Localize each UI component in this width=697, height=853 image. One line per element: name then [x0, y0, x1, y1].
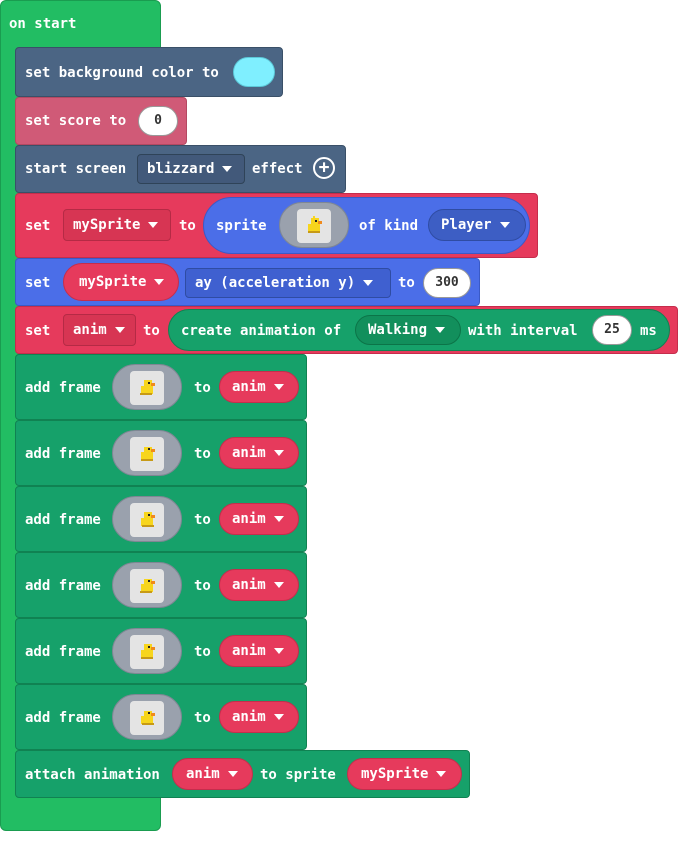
set-score-label: set score to	[25, 113, 127, 129]
acceleration-value-field[interactable]: 300	[423, 268, 471, 298]
property-dropdown-value: ay (acceleration y)	[195, 275, 356, 291]
to-label: to	[194, 578, 211, 594]
add-frame-label: add frame	[25, 512, 101, 528]
to-label: to	[194, 710, 211, 726]
sprite-label: sprite	[216, 218, 267, 234]
frame-anim-value: anim	[232, 511, 266, 527]
to-label: to	[194, 512, 211, 528]
frame-image-field[interactable]	[112, 430, 182, 476]
interval-value-field[interactable]: 25	[592, 315, 632, 345]
duck-icon	[308, 216, 322, 233]
with-interval-label: with interval	[468, 323, 578, 339]
effect-dropdown-value: blizzard	[147, 161, 215, 177]
chevron-down-icon	[273, 648, 284, 654]
kind-dropdown-value: Player	[441, 217, 492, 233]
duck-icon	[141, 644, 155, 659]
attach-anim-value: anim	[186, 766, 220, 782]
to-label: to	[194, 446, 211, 462]
add-frame-label: add frame	[25, 380, 101, 396]
add-frame-label: add frame	[25, 710, 101, 726]
sprite-variable-value: mySprite	[79, 274, 147, 290]
frame-anim-dropdown[interactable]: anim	[219, 437, 299, 469]
ms-label: ms	[640, 323, 657, 339]
start-screen-label: start screen	[25, 161, 127, 177]
duck-icon	[141, 512, 155, 527]
set-label: set	[25, 323, 51, 339]
chevron-down-icon	[499, 222, 510, 228]
of-kind-label: of kind	[359, 218, 419, 234]
background-color-swatch[interactable]	[233, 57, 275, 87]
frame-anim-value: anim	[232, 577, 266, 593]
add-frame-label: add frame	[25, 644, 101, 660]
chevron-down-icon	[435, 327, 446, 333]
effect-label: effect	[252, 161, 303, 177]
on-start-label: on start	[9, 16, 77, 32]
attach-sprite-dropdown[interactable]: mySprite	[347, 758, 462, 790]
chevron-down-icon	[273, 516, 284, 522]
anim-variable-dropdown[interactable]: anim	[63, 314, 136, 346]
chevron-down-icon	[273, 582, 284, 588]
frame-anim-value: anim	[232, 379, 266, 395]
frame-image-field[interactable]	[112, 562, 182, 608]
property-dropdown[interactable]: ay (acceleration y)	[185, 268, 391, 298]
chevron-down-icon	[273, 714, 284, 720]
to-label: to	[179, 218, 196, 234]
score-value-field[interactable]: 0	[138, 106, 178, 136]
attach-sprite-value: mySprite	[361, 766, 429, 782]
chevron-down-icon	[227, 771, 238, 777]
to-label: to	[194, 380, 211, 396]
chevron-down-icon	[436, 771, 447, 777]
frame-anim-value: anim	[232, 445, 266, 461]
kind-dropdown[interactable]: Player	[428, 209, 526, 241]
duck-icon	[140, 380, 155, 395]
frame-image-field[interactable]	[112, 628, 182, 674]
frame-image-field[interactable]	[112, 694, 182, 740]
frame-anim-dropdown[interactable]: anim	[219, 569, 299, 601]
to-sprite-label: to sprite	[260, 767, 336, 783]
frame-anim-dropdown[interactable]: anim	[219, 635, 299, 667]
action-dropdown-value: Walking	[368, 322, 428, 338]
add-frame-label: add frame	[25, 578, 101, 594]
chevron-down-icon	[222, 166, 233, 172]
frame-anim-value: anim	[232, 643, 266, 659]
variable-dropdown-value: mySprite	[73, 217, 141, 233]
duck-icon	[141, 447, 155, 461]
chevron-down-icon	[154, 279, 165, 285]
frame-anim-value: anim	[232, 709, 266, 725]
chevron-down-icon	[273, 384, 284, 390]
frame-image-field[interactable]	[112, 364, 182, 410]
sprite-image-field[interactable]	[279, 202, 349, 248]
frame-anim-dropdown[interactable]: anim	[219, 371, 299, 403]
duck-icon	[141, 711, 155, 725]
effect-dropdown[interactable]: blizzard	[137, 154, 245, 184]
set-background-label: set background color to	[25, 65, 219, 81]
frame-anim-dropdown[interactable]: anim	[219, 701, 299, 733]
to-label: to	[143, 323, 160, 339]
attach-anim-dropdown[interactable]: anim	[172, 758, 253, 790]
action-dropdown[interactable]: Walking	[355, 315, 461, 345]
attach-animation-label: attach animation	[25, 767, 160, 783]
chevron-down-icon	[363, 280, 374, 286]
duck-icon	[140, 579, 155, 593]
chevron-down-icon	[114, 327, 125, 333]
frame-anim-dropdown[interactable]: anim	[219, 503, 299, 535]
set-label: set	[25, 275, 51, 291]
to-label: to	[194, 644, 211, 660]
add-frame-label: add frame	[25, 446, 101, 462]
variable-dropdown-mysprite[interactable]: mySprite	[63, 209, 171, 241]
set-label: set	[25, 218, 51, 234]
chevron-down-icon	[273, 450, 284, 456]
to-label: to	[398, 275, 415, 291]
create-animation-label: create animation of	[181, 323, 342, 339]
plus-icon[interactable]: +	[313, 157, 335, 179]
frame-image-field[interactable]	[112, 496, 182, 542]
chevron-down-icon	[148, 222, 159, 228]
anim-variable-value: anim	[73, 322, 107, 338]
sprite-variable-dropdown[interactable]: mySprite	[63, 263, 179, 301]
